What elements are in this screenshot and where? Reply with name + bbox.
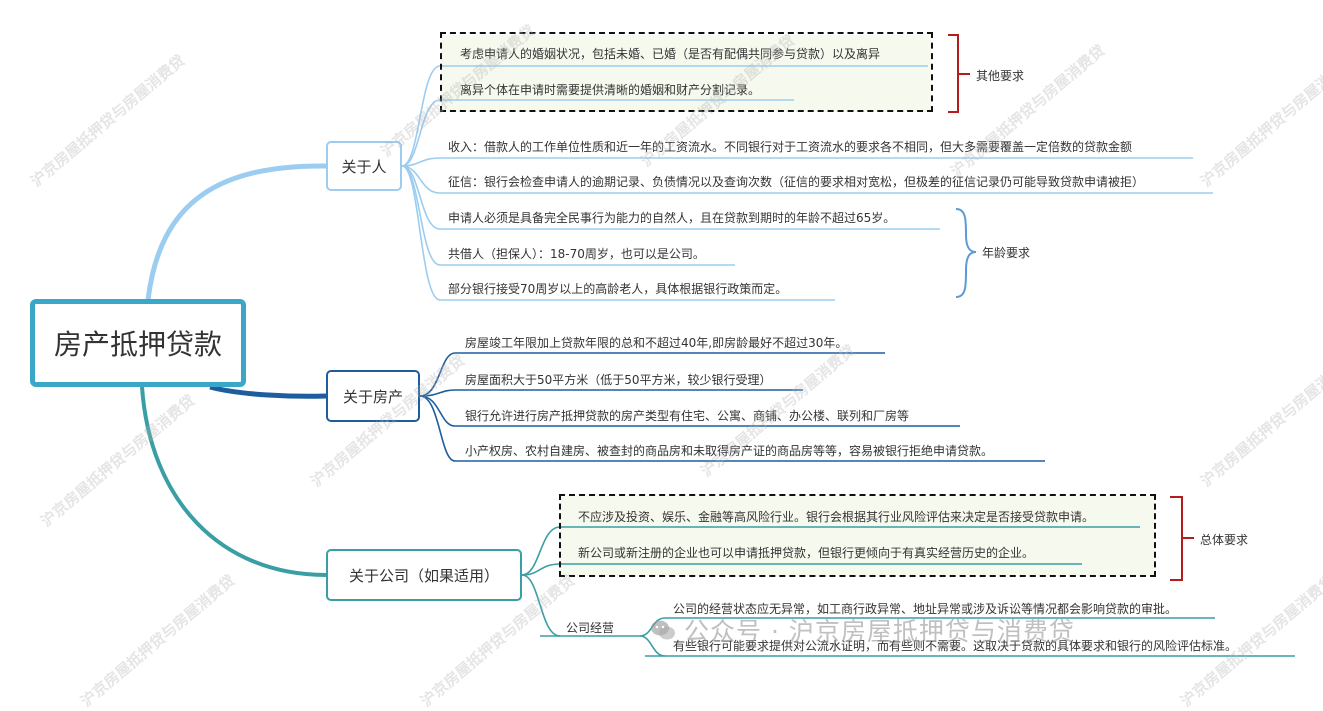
wechat-icon bbox=[651, 620, 675, 640]
group-overall-background bbox=[561, 496, 1154, 576]
leaf-bank-statement[interactable]: 有些银行可能要求提供对公流水证明，而有些则不需要。这取决于贷款的具体要求和银行的… bbox=[673, 639, 1238, 653]
bracket-age-requirements bbox=[955, 208, 977, 298]
leaf-industry-risk[interactable]: 不应涉及投资、娱乐、金融等高风险行业。银行会根据其行业风险评估来决定是否接受贷款… bbox=[578, 510, 1095, 524]
leaf-rejected-types[interactable]: 小产权房、农村自建房、被查封的商品房和未取得房产证的商品房等等，容易被银行拒绝申… bbox=[465, 444, 994, 458]
group-label-age[interactable]: 年龄要求 bbox=[982, 246, 1031, 260]
leaf-new-company[interactable]: 新公司或新注册的企业也可以申请抵押贷款，但银行更倾向于有真实经营历史的企业。 bbox=[578, 546, 1035, 560]
leaf-age-limit[interactable]: 申请人必须是具备完全民事行为能力的自然人，且在贷款到期时的年龄不超过65岁。 bbox=[448, 211, 896, 225]
branch-company[interactable]: 关于公司（如果适用） bbox=[326, 549, 522, 601]
connector-root-person bbox=[145, 163, 327, 301]
leaf-co-borrower[interactable]: 共借人（担保人）：18-70周岁，也可以是公司。 bbox=[448, 247, 705, 261]
watermark-banner-text: 公众号 · 沪京房屋抵押贷与消费贷 bbox=[684, 617, 1075, 646]
connector-person-leaves bbox=[401, 65, 1213, 301]
group-other-outline bbox=[440, 32, 933, 112]
branch-property[interactable]: 关于房产 bbox=[326, 370, 420, 422]
leaf-divorce-records[interactable]: 离异个体在申请时需要提供清晰的婚姻和财产分割记录。 bbox=[460, 83, 761, 97]
connector-company-leaves bbox=[521, 526, 1295, 657]
leaf-area[interactable]: 房屋面积大于50平方米（低于50平方米，较少银行受理） bbox=[465, 373, 772, 387]
subtopic-company-operation[interactable]: 公司经营 bbox=[566, 621, 615, 635]
watermark-banner: 公众号 · 沪京房屋抵押贷与消费贷 bbox=[650, 612, 1075, 648]
branch-person[interactable]: 关于人 bbox=[326, 141, 402, 191]
bracket-overall-requirements bbox=[1170, 496, 1194, 581]
leaf-building-age[interactable]: 房屋竣工年限加上贷款年限的总和不超过40年,即房龄最好不超过30年。 bbox=[465, 336, 848, 350]
group-label-overall[interactable]: 总体要求 bbox=[1200, 533, 1249, 547]
connector-lines bbox=[140, 34, 1295, 657]
group-label-other[interactable]: 其他要求 bbox=[976, 69, 1025, 83]
leaf-credit[interactable]: 征信：银行会检查申请人的逾期记录、负债情况以及查询次数（征信的要求相对宽松，但极… bbox=[448, 175, 1145, 189]
leaf-income[interactable]: 收入：借款人的工作单位性质和近一年的工资流水。不同银行对于工资流水的要求各不相同… bbox=[448, 140, 1133, 154]
leaf-operation-status[interactable]: 公司的经营状态应无异常，如工商行政异常、地址异常或涉及诉讼等情况都会影响贷款的审… bbox=[673, 602, 1178, 616]
leaf-property-types[interactable]: 银行允许进行房产抵押贷款的房产类型有住宅、公寓、商铺、办公楼、联列和厂房等 bbox=[465, 409, 910, 423]
connector-root-property bbox=[209, 384, 327, 399]
connector-property-leaves bbox=[419, 352, 1045, 462]
root-topic[interactable]: 房产抵押贷款 bbox=[30, 299, 246, 387]
bracket-other-requirements bbox=[948, 34, 970, 113]
group-other-background bbox=[441, 35, 931, 112]
leaf-marital-status[interactable]: 考虑申请人的婚姻状况，包括未婚、已婚（是否有配偶共同参与贷款）以及离异 bbox=[460, 47, 881, 61]
leaf-elderly[interactable]: 部分银行接受70周岁以上的高龄老人，具体根据银行政策而定。 bbox=[448, 282, 788, 296]
group-overall-outline bbox=[559, 494, 1156, 577]
connector-root-company bbox=[140, 386, 327, 577]
